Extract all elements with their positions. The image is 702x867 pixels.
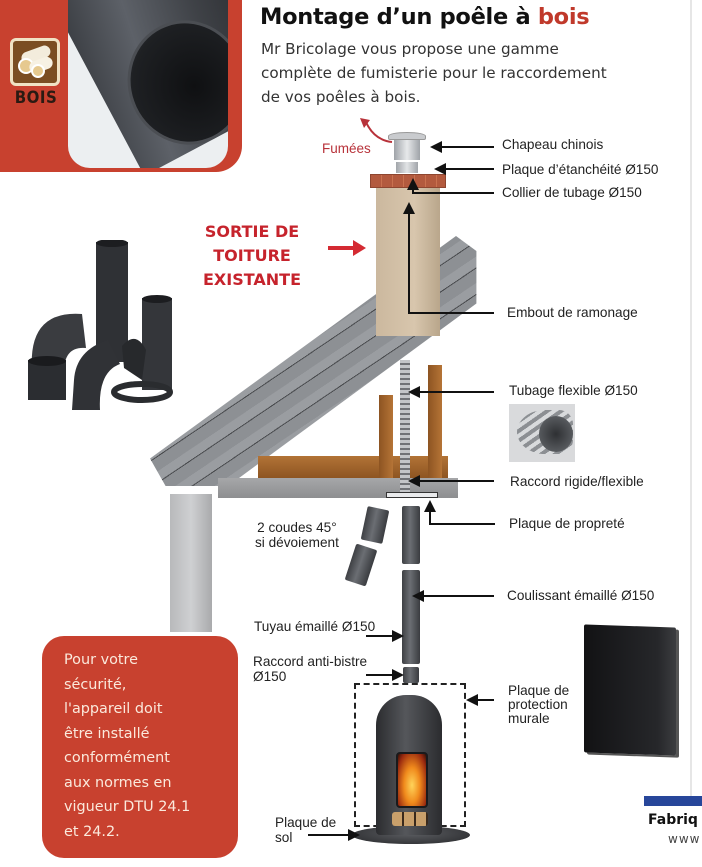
wall-protection-plate-image bbox=[584, 624, 676, 756]
label-plaque-sol: Plaque de sol bbox=[275, 815, 336, 845]
label-coudes-line: 2 coudes 45° bbox=[257, 520, 337, 535]
label-collier-tubage: Collier de tubage Ø150 bbox=[502, 185, 642, 200]
bois-label: BOIS bbox=[14, 86, 58, 108]
leader-arrow bbox=[308, 829, 360, 841]
leader-line bbox=[429, 523, 495, 525]
leader-arrow bbox=[403, 202, 415, 312]
timber-post bbox=[379, 395, 393, 485]
label-protection-line: Plaque de bbox=[508, 683, 570, 698]
flexible-liner bbox=[400, 360, 410, 492]
leader-arrow bbox=[430, 141, 494, 153]
label-coudes: 2 coudes 45° si dévoiement bbox=[255, 520, 339, 550]
title-accent: bois bbox=[537, 4, 590, 30]
smoke-label: Fumées bbox=[322, 141, 371, 156]
pipe-fittings-image bbox=[12, 239, 188, 410]
enamelled-sliding-pipe bbox=[402, 570, 420, 664]
leader-arrow bbox=[366, 669, 404, 681]
elbow-45 bbox=[360, 506, 390, 544]
label-embout-ramonage: Embout de ramonage bbox=[507, 305, 638, 320]
leader-line bbox=[408, 312, 494, 314]
timber-post bbox=[428, 365, 442, 485]
flexible-liner-image bbox=[509, 404, 575, 462]
leader-arrow bbox=[408, 475, 494, 487]
safety-notice: Pour votre sécurité, l'appareil doit êtr… bbox=[42, 636, 238, 858]
brand-bar bbox=[644, 796, 702, 806]
sealing-collar bbox=[396, 162, 418, 173]
anti-soot-connector bbox=[403, 667, 419, 683]
page-divider bbox=[690, 0, 692, 800]
leader-arrow bbox=[466, 694, 494, 706]
product-banner: BOIS bbox=[0, 0, 242, 172]
finishing-plate bbox=[386, 492, 438, 498]
leader-arrow bbox=[366, 630, 404, 642]
label-anti-bistre-line: Raccord anti-bistre bbox=[253, 654, 368, 669]
enamelled-pipe-upper bbox=[402, 506, 420, 564]
leader-arrow bbox=[424, 500, 436, 524]
elbow-45 bbox=[344, 543, 378, 587]
wood-logs-icon bbox=[10, 38, 60, 86]
label-chapeau-chinois: Chapeau chinois bbox=[502, 137, 604, 152]
label-coudes-line: si dévoiement bbox=[255, 535, 339, 550]
intro-line: Mr Bricolage vous propose une gamme bbox=[261, 40, 559, 58]
wall-post bbox=[170, 494, 212, 632]
chinese-hat-body bbox=[394, 140, 420, 160]
leader-arrow bbox=[412, 590, 494, 602]
leader-arrow bbox=[407, 178, 419, 194]
intro-text: Mr Bricolage vous propose une gamme comp… bbox=[261, 37, 681, 109]
log-storage bbox=[392, 812, 428, 826]
label-sol-line: Plaque de bbox=[275, 815, 337, 830]
label-raccord-rigide: Raccord rigide/flexible bbox=[510, 474, 644, 489]
label-tuyau-emaille: Tuyau émaillé Ø150 bbox=[254, 619, 376, 634]
label-coulissant: Coulissant émaillé Ø150 bbox=[507, 588, 655, 603]
label-tubage-flexible: Tubage flexible Ø150 bbox=[509, 383, 638, 398]
label-plaque-proprete: Plaque de propreté bbox=[509, 516, 625, 531]
label-protection-line: protection bbox=[508, 697, 568, 712]
roof-exit-line: SORTIE DE bbox=[204, 222, 300, 241]
smoke-arrow-icon bbox=[360, 118, 393, 143]
roof-exit-line: TOITURE bbox=[213, 246, 291, 265]
label-anti-bistre: Raccord anti-bistre Ø150 bbox=[253, 654, 367, 684]
label-protection-murale: Plaque de protection murale bbox=[508, 684, 569, 726]
tube-opening bbox=[539, 416, 573, 452]
leader-line bbox=[412, 192, 494, 194]
roof-exit-label: SORTIE DE TOITURE EXISTANTE bbox=[186, 220, 318, 292]
leader-arrow bbox=[434, 163, 494, 175]
label-sol-line: sol bbox=[275, 830, 293, 845]
safety-text: Pour votre sécurité, l'appareil doit êtr… bbox=[64, 652, 191, 840]
title-main: Montage d’un poêle à bbox=[260, 4, 538, 30]
label-protection-line: murale bbox=[508, 711, 550, 726]
intro-line: complète de fumisterie pour le raccordem… bbox=[261, 64, 607, 82]
brand-text: Fabriq bbox=[648, 812, 698, 828]
red-arrow-icon bbox=[328, 240, 366, 256]
label-plaque-etancheite: Plaque d’étanchéité Ø150 bbox=[502, 162, 659, 177]
chinese-hat-icon bbox=[388, 132, 426, 140]
leader-arrow bbox=[408, 386, 494, 398]
intro-line: de vos poêles à bois. bbox=[261, 88, 421, 106]
page-title: Montage d’un poêle à bois bbox=[260, 4, 590, 30]
label-anti-bistre-line: Ø150 bbox=[253, 669, 287, 684]
roof-exit-line: EXISTANTE bbox=[202, 270, 302, 289]
flue-pipe-image bbox=[68, 0, 228, 168]
fire-window-icon bbox=[396, 752, 428, 808]
brand-url: www bbox=[668, 832, 701, 846]
